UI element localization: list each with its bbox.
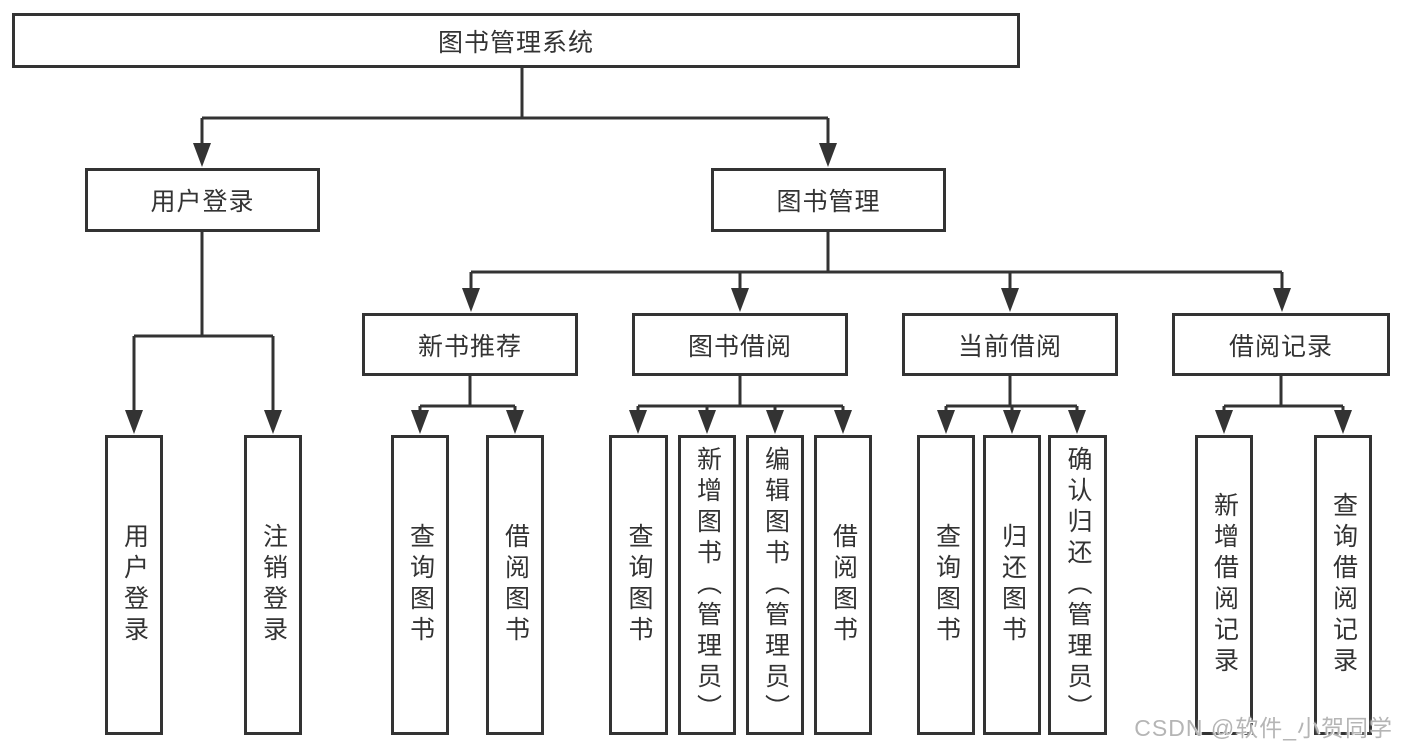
connector-records-to-leaves [1222,375,1345,411]
node-leaf-borrow-book-recommend: 借阅图书 [486,435,544,735]
node-current-borrow: 当前借阅 [902,313,1118,376]
node-label: 新增借阅记录 [1210,492,1239,678]
node-leaf-edit-book: 编辑图书（管理员） [746,435,804,735]
node-book-management: 图书管理 [711,168,946,232]
node-label: 注销登录 [259,523,288,647]
node-book-borrow: 图书借阅 [632,313,848,376]
arrowhead [125,410,143,434]
node-label: 编辑图书（管理员） [761,445,790,725]
node-root: 图书管理系统 [12,13,1020,68]
node-leaf-query-borrow-record: 查询借阅记录 [1314,435,1372,735]
node-label: 借阅记录 [1228,332,1333,361]
connector-current-to-leaves [944,375,1079,411]
node-leaf-query-book-recommend: 查询图书 [391,435,449,735]
node-leaf-confirm-return: 确认归还（管理员） [1048,435,1107,735]
arrowhead [462,288,480,312]
arrowhead [766,410,784,434]
arrowhead [698,410,716,434]
arrowhead [731,288,749,312]
node-label: 当前借阅 [957,332,1062,361]
node-leaf-query-book-current: 查询图书 [917,435,975,735]
node-label: 查询图书 [406,523,435,647]
node-leaf-query-book-borrow: 查询图书 [609,435,668,735]
arrowhead [819,143,837,167]
node-label: 确认归还（管理员） [1064,445,1092,725]
arrowhead [1001,288,1019,312]
node-label: 借阅图书 [829,523,858,647]
arrowhead [193,143,211,167]
node-label: 新书推荐 [417,332,522,361]
arrowhead [1334,410,1352,434]
node-label: 借阅图书 [501,523,530,647]
node-leaf-return-book: 归还图书 [983,435,1041,735]
connector-root-to-level2 [200,68,830,144]
connector-userlogin-to-leaves [132,231,275,411]
arrowhead [506,410,524,434]
connector-bookmgmt-to-level3 [469,230,1284,289]
node-borrow-records: 借阅记录 [1172,313,1390,376]
node-user-login-group: 用户登录 [85,168,320,232]
node-label: 查询图书 [932,523,961,647]
node-leaf-logout: 注销登录 [244,435,302,735]
node-leaf-add-borrow-record: 新增借阅记录 [1195,435,1253,735]
node-label: 图书借阅 [687,332,792,361]
arrowhead [411,410,429,434]
connector-borrow-to-leaves [636,375,845,411]
node-label: 用户登录 [150,188,255,216]
connector-recommend-to-leaves [418,375,517,411]
node-label: 用户登录 [120,523,149,647]
arrowhead [834,410,852,434]
node-leaf-user-login: 用户登录 [105,435,163,735]
node-label: 查询图书 [625,523,653,647]
node-new-book-recommend: 新书推荐 [362,313,578,376]
arrowhead [629,410,647,434]
node-label: 查询借阅记录 [1329,492,1358,678]
arrowhead [937,410,955,434]
arrowhead [1003,410,1021,434]
watermark: CSDN @软件_小贺同学 [1134,715,1393,741]
node-label: 图书管理 [776,188,881,216]
node-label: 新增图书（管理员） [693,445,722,725]
arrowhead [1273,288,1291,312]
node-leaf-add-book: 新增图书（管理员） [678,435,736,735]
arrowhead [1068,410,1086,434]
arrowhead [1215,410,1233,434]
node-root-label: 图书管理系统 [437,28,594,57]
node-leaf-borrow-book-borrow: 借阅图书 [814,435,872,735]
node-label: 归还图书 [998,523,1027,647]
arrowhead [264,410,282,434]
